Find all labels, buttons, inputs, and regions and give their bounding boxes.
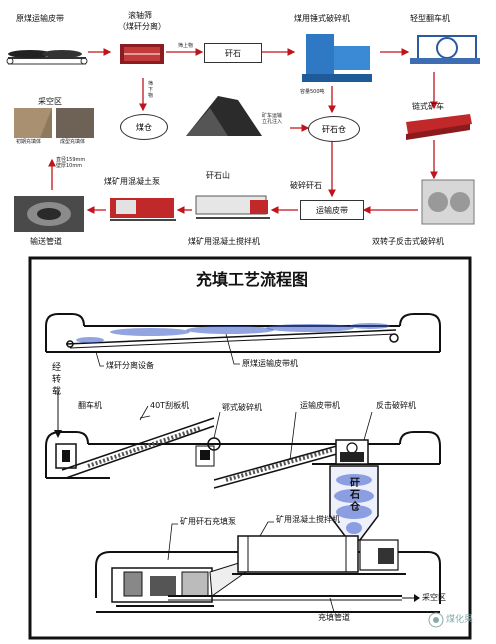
double-rotor-crusher-drawing	[421, 179, 475, 225]
leader-scraper	[139, 405, 149, 421]
label-goaf-right: 成型充填体	[60, 139, 86, 145]
belt-conveyor-mid	[213, 443, 345, 489]
goaf-photos	[14, 108, 94, 138]
watermark-icon	[428, 612, 444, 628]
label-fill-pump: 矿用矸石充填泵	[180, 517, 236, 526]
label-tipper: 翻车机	[78, 401, 102, 410]
ellipse-coal-bunker-label: 煤仓	[136, 122, 152, 132]
leader-impact	[363, 411, 373, 441]
label-light-tipper: 轻型翻车机	[410, 14, 450, 23]
scraper-conveyor	[61, 415, 215, 479]
label-jaw-crusher: 鄂式破碎机	[222, 403, 262, 412]
mixer-machine	[232, 535, 406, 575]
label-filling-pipe: 充填管道	[318, 613, 350, 622]
bottom-title: 充填工艺流程图	[196, 270, 309, 289]
label-shaft: 经 转 载	[52, 363, 62, 398]
label-roller-screen: 滚轴筛	[128, 11, 152, 20]
label-oversize: 筛上物	[178, 43, 194, 49]
upper-tunnel	[45, 313, 441, 353]
roller-screen-drawing	[120, 44, 164, 64]
label-scraper: 40T刮板机	[150, 401, 190, 410]
watermark-text: 煤化果	[446, 615, 474, 625]
box-gangue-label: 矸石	[225, 48, 241, 58]
label-pump: 煤矿用混凝土泵	[104, 177, 160, 186]
hammer-crusher-drawing	[302, 34, 372, 82]
box-gangue: 矸石	[204, 43, 262, 63]
label-chain-conveyor: 链式矿车	[412, 102, 444, 111]
label-undersize: 筛 下 物	[148, 81, 154, 99]
box-conveyor-belt-label: 运输皮带	[316, 205, 348, 215]
label-goaf-left: 初期充填体	[16, 139, 42, 145]
impact-crusher	[335, 439, 369, 465]
box-conveyor-belt: 运输皮带	[300, 200, 364, 220]
mixer-drawing	[195, 195, 270, 219]
pump-drawing	[110, 198, 176, 221]
label-separator: 煤矸分离设备	[106, 361, 154, 370]
leader-jaw	[213, 411, 221, 439]
ellipse-gangue-bin-label: 矸石仓	[322, 124, 346, 134]
tipper-drawing	[410, 35, 480, 64]
label-mixer-machine: 矿用混凝土搅拌机	[276, 515, 340, 524]
bottom-panel-frame	[28, 256, 472, 640]
label-silo: 矸 石 仓	[350, 478, 360, 513]
ellipse-coal-bunker: 煤仓	[120, 114, 168, 140]
label-raw-coal-belt: 原煤运输皮带	[16, 14, 64, 23]
label-capacity: 容量500吨	[300, 89, 325, 95]
coal-on-belt	[76, 323, 390, 343]
chain-conveyor-drawing	[406, 114, 472, 140]
label-gangue-hill: 矸石山	[206, 171, 230, 180]
label-mixer: 煤矿用混凝土搅拌机	[188, 237, 260, 246]
filling-pipe	[168, 595, 402, 601]
leader-mixer	[259, 521, 274, 537]
jaw-crusher	[195, 437, 221, 467]
label-impact-crusher: 反击破碎机	[376, 401, 416, 410]
leader-raw-belt	[225, 333, 240, 365]
label-raw-belt-machine: 原煤运输皮带机	[242, 359, 298, 368]
leader-separator	[95, 351, 104, 367]
label-pipe-spec: 直径159mm 壁厚10mm	[56, 157, 86, 169]
delivery-pipe-photo	[14, 196, 84, 232]
leader-belt	[289, 411, 297, 461]
label-roller-screen-sub: （煤矸分离）	[118, 22, 166, 31]
label-delivery-pipe: 输送管道	[30, 237, 62, 246]
label-double-rotor-crusher: 双转子反击式破碎机	[372, 237, 444, 246]
label-belt-conveyor: 运输皮带机	[300, 401, 340, 410]
gangue-hill-drawing	[186, 96, 262, 136]
label-crushed-gangue: 破碎矸石	[290, 181, 322, 190]
label-goaf: 采空区	[38, 97, 62, 106]
label-hammer-crusher: 煤用锤式破碎机	[294, 14, 350, 23]
ellipse-gangue-bin: 矸石仓	[308, 116, 360, 142]
label-goaf-bottom: 采空区	[422, 593, 446, 602]
fill-pump-machine	[111, 561, 247, 607]
label-truck-transport: 矿车运输 立孔注入	[262, 113, 283, 125]
raw-coal-belt-drawing	[6, 50, 88, 65]
leader-pipe	[329, 597, 335, 613]
leader-fill-pump	[167, 523, 178, 561]
